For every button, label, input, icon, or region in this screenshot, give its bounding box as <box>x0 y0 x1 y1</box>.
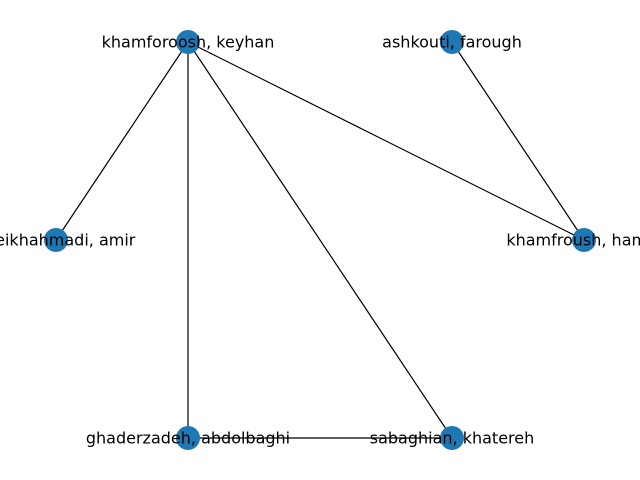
node-label-ghaderzadeh: ghaderzadeh, abdolbaghi <box>86 429 290 448</box>
node-label-khamfroush: khamfroush, hamid <box>506 231 640 250</box>
node-label-khamforoosh: khamforoosh, keyhan <box>102 33 275 52</box>
node-sheikhahmadi <box>44 228 68 252</box>
node-khamfroush <box>572 228 596 252</box>
edge-khamforoosh-khamfroush <box>187 41 585 241</box>
node-ghaderzadeh <box>176 426 200 450</box>
node-sabaghian <box>440 426 464 450</box>
node-ashkouti <box>440 30 464 54</box>
node-label-ashkouti: ashkouti, farough <box>382 33 522 52</box>
edge-ashkouti-khamfroush <box>451 41 585 241</box>
edge-khamforoosh-sabaghian <box>187 41 453 439</box>
labels-layer: khamforoosh, keyhan ashkouti, farough shei… <box>0 33 640 448</box>
node-khamforoosh <box>176 30 200 54</box>
node-label-sheikhahmadi: sheikhahmadi, amir <box>0 231 136 250</box>
nodes-layer <box>44 30 596 450</box>
node-label-sabaghian: sabaghian, khatereh <box>370 429 535 448</box>
edge-khamforoosh-sheikhahmadi <box>55 41 189 241</box>
edges-layer <box>55 41 585 439</box>
